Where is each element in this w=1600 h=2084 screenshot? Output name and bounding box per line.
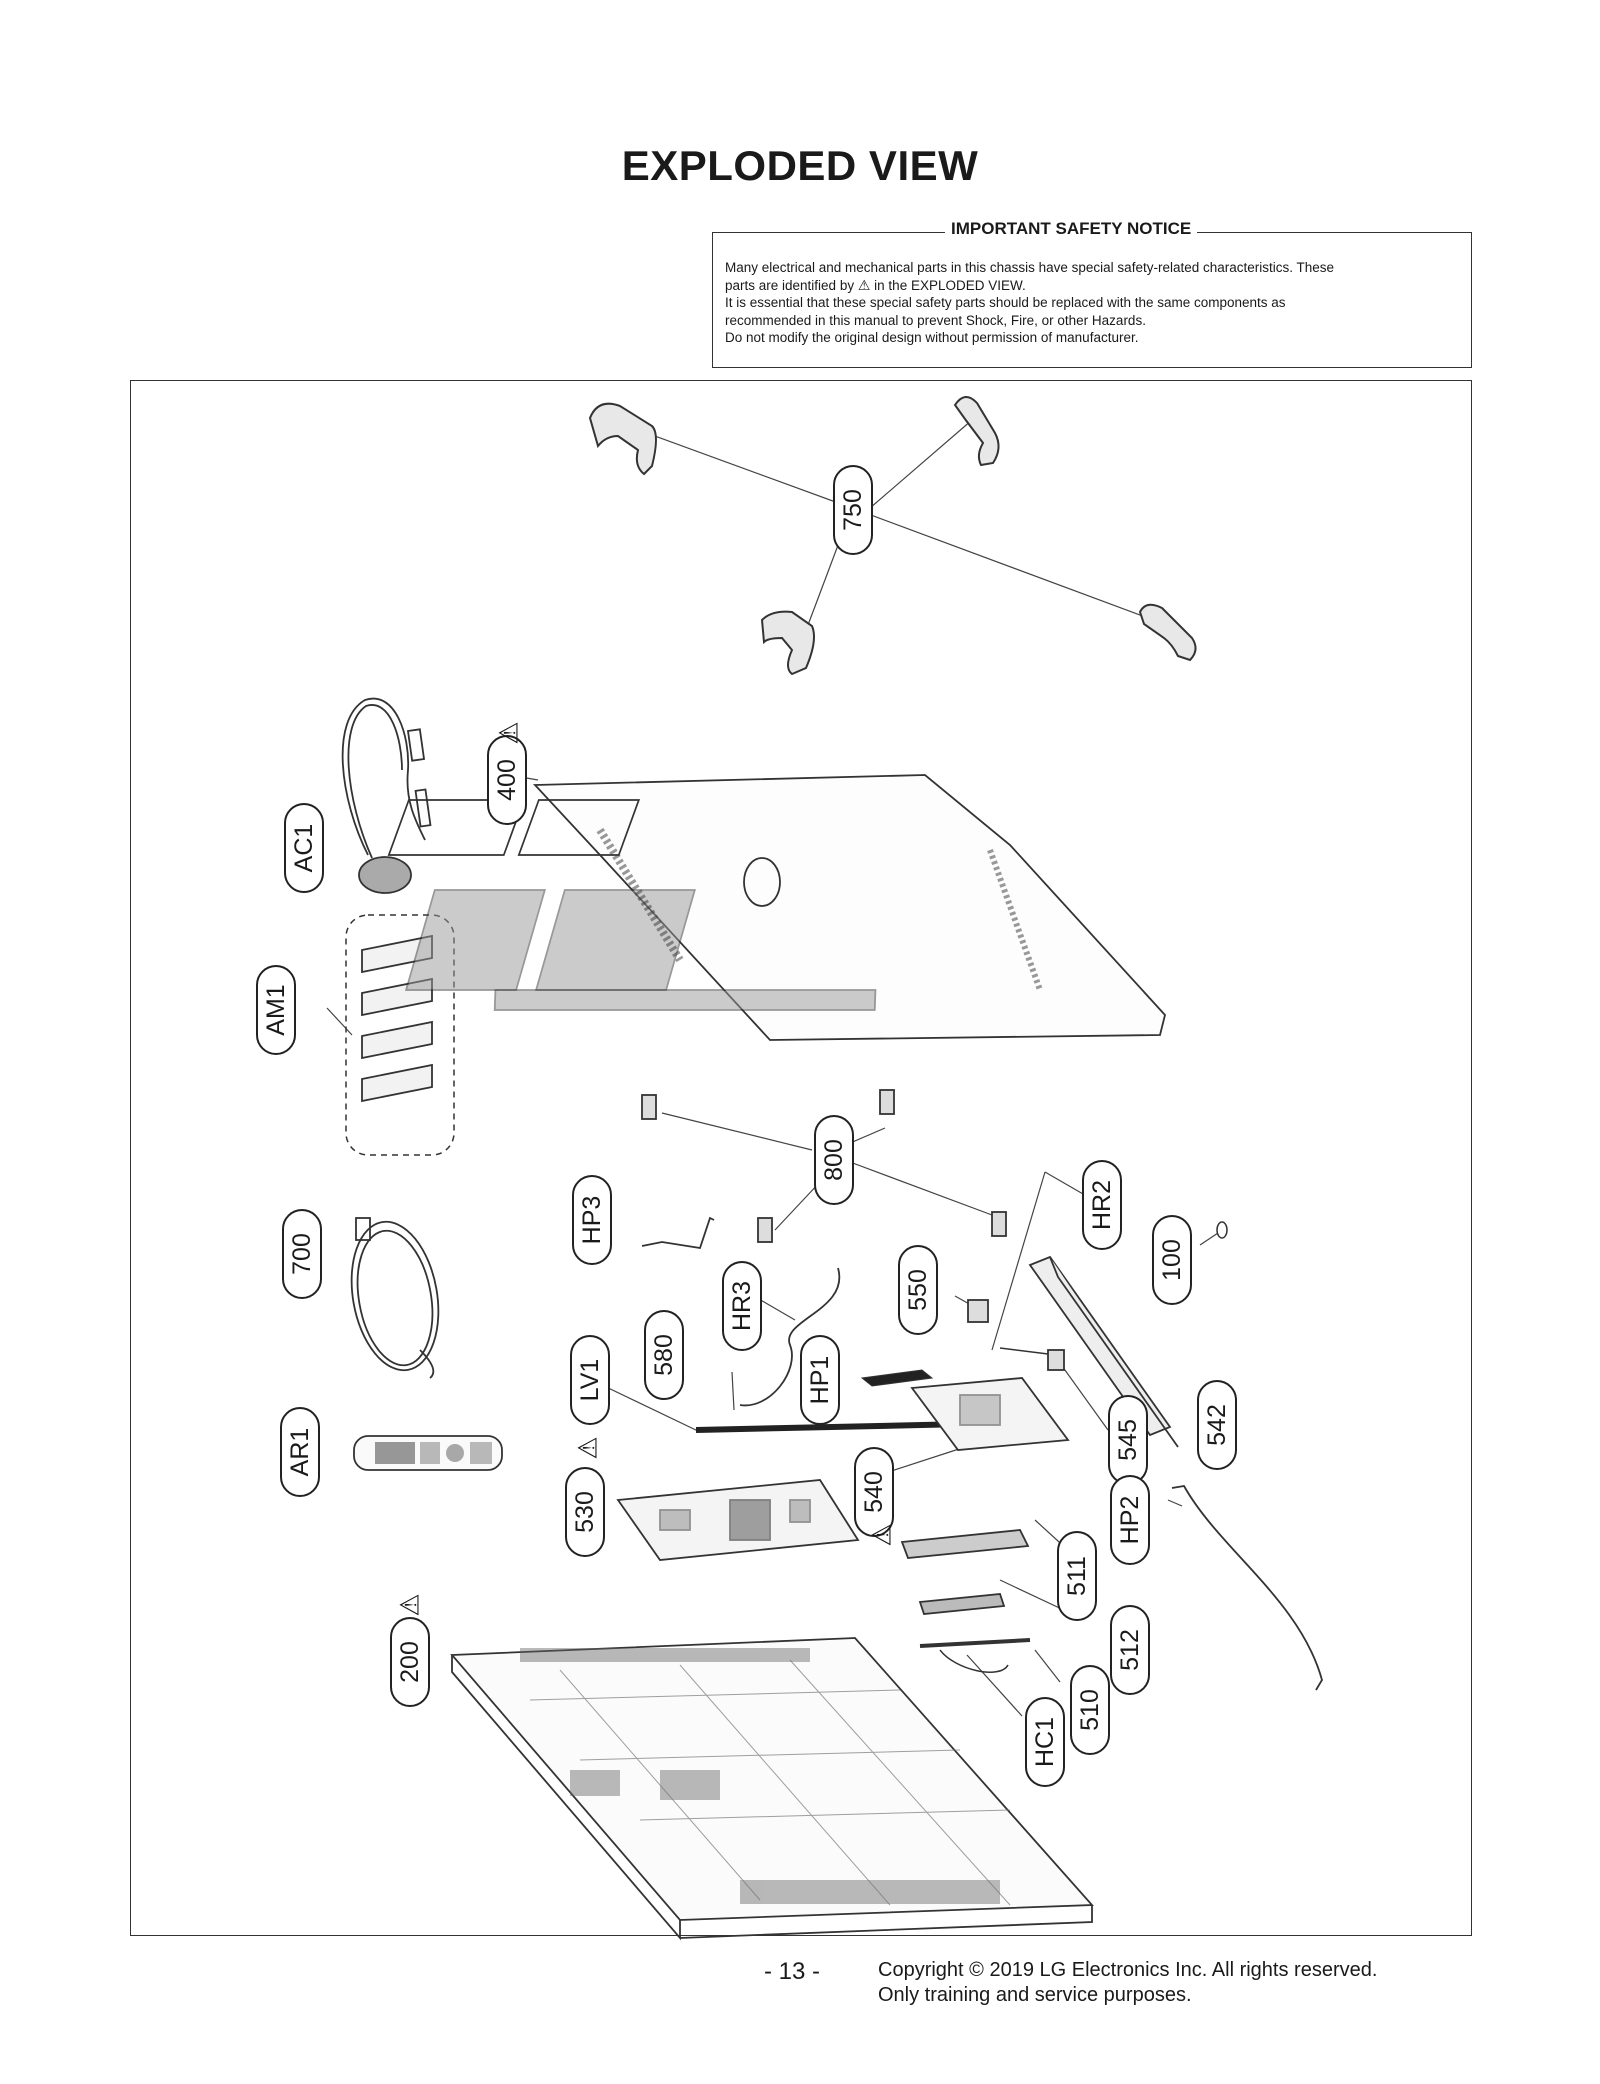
part-545: [1047, 1349, 1065, 1371]
warning-triangle-icon: ⚠: [394, 1593, 425, 1617]
notice-line-2-tail: in the EXPLODED VIEW.: [874, 277, 1026, 293]
part-label-512: 512: [1110, 1605, 1150, 1695]
warning-triangle-icon: ⚠: [857, 276, 871, 293]
part-label-ac1: AC1: [284, 803, 324, 893]
part-label-510: 510: [1070, 1665, 1110, 1755]
part-100: [1216, 1221, 1228, 1239]
part-label-511: 511: [1057, 1531, 1097, 1621]
part-label-550: 550: [898, 1245, 938, 1335]
stand-legs: [588, 396, 1197, 676]
diagram-frame: [130, 380, 1472, 1936]
power-board: [616, 1479, 860, 1561]
ir-receiver-cable: [341, 697, 432, 894]
notice-line-2-text: parts are identified by: [725, 277, 855, 293]
clips: [641, 1089, 1007, 1243]
warning-triangle-icon: ⚠: [493, 721, 524, 745]
part-label-700: 700: [282, 1209, 322, 1299]
page-title: EXPLODED VIEW: [621, 142, 979, 189]
safety-notice-body: Many electrical and mechanical parts in …: [725, 259, 1459, 347]
warning-triangle-icon: ⚠: [866, 1523, 897, 1547]
lv1-cable: [695, 1421, 967, 1433]
part-label-hc1: HC1: [1025, 1697, 1065, 1787]
speaker-component: [967, 1299, 989, 1323]
part-label-580: 580: [644, 1310, 684, 1400]
part-label-545: 545: [1108, 1395, 1148, 1485]
part-label-800: 800: [814, 1115, 854, 1205]
board-510: [919, 1638, 1031, 1648]
board-511: [900, 1529, 1030, 1559]
power-cord: [350, 1217, 440, 1379]
part-label-200: 200: [390, 1617, 430, 1707]
part-label-542: 542: [1197, 1380, 1237, 1470]
remote-control: [353, 1435, 503, 1471]
notice-line-4: recommended in this manual to prevent Sh…: [725, 312, 1146, 328]
warning-triangle-icon: ⚠: [572, 1436, 603, 1460]
notice-line-2: parts are identified by ⚠ in the EXPLODE…: [725, 277, 1459, 295]
back-cover: [387, 774, 1166, 1041]
hr3-cable: [739, 1267, 841, 1407]
part-label-am1: AM1: [256, 965, 296, 1055]
hp1-cable: [860, 1369, 934, 1387]
bracket-542: [1028, 1255, 1179, 1448]
part-label-530: 530: [565, 1467, 605, 1557]
hp2-cable: [1171, 1485, 1323, 1691]
part-label-100: 100: [1152, 1215, 1192, 1305]
part-label-750: 750: [833, 465, 873, 555]
safety-notice-heading: IMPORTANT SAFETY NOTICE: [945, 219, 1198, 239]
part-label-lv1: LV1: [570, 1335, 610, 1425]
part-label-hr3: HR3: [722, 1261, 762, 1351]
notice-line-1: Many electrical and mechanical parts in …: [725, 260, 1335, 275]
front-chassis: [450, 1637, 1094, 1941]
part-label-ar1: AR1: [280, 1407, 320, 1497]
board-512: [918, 1593, 1006, 1615]
hc1-cable: [939, 1649, 1009, 1673]
main-board: [910, 1377, 1070, 1451]
part-label-hp3: HP3: [572, 1175, 612, 1265]
notice-line-5: Do not modify the original design withou…: [725, 330, 1139, 345]
safety-notice-box: IMPORTANT SAFETY NOTICE Many electrical …: [712, 219, 1472, 368]
copyright-notice: Copyright © 2019 LG Electronics Inc. All…: [878, 1958, 1377, 2008]
page-number: - 13 -: [764, 1958, 821, 1985]
part-label-400: 400: [487, 735, 527, 825]
copyright-line-1: Copyright © 2019 LG Electronics Inc. All…: [878, 1959, 1378, 1981]
notice-line-3: It is essential that these special safet…: [725, 295, 1286, 310]
copyright-line-2: Only training and service purposes.: [878, 1984, 1192, 2006]
part-label-hp2: HP2: [1110, 1475, 1150, 1565]
part-label-hr2: HR2: [1082, 1160, 1122, 1250]
hp3-cable: [641, 1216, 715, 1250]
part-label-hp1: HP1: [800, 1335, 840, 1425]
